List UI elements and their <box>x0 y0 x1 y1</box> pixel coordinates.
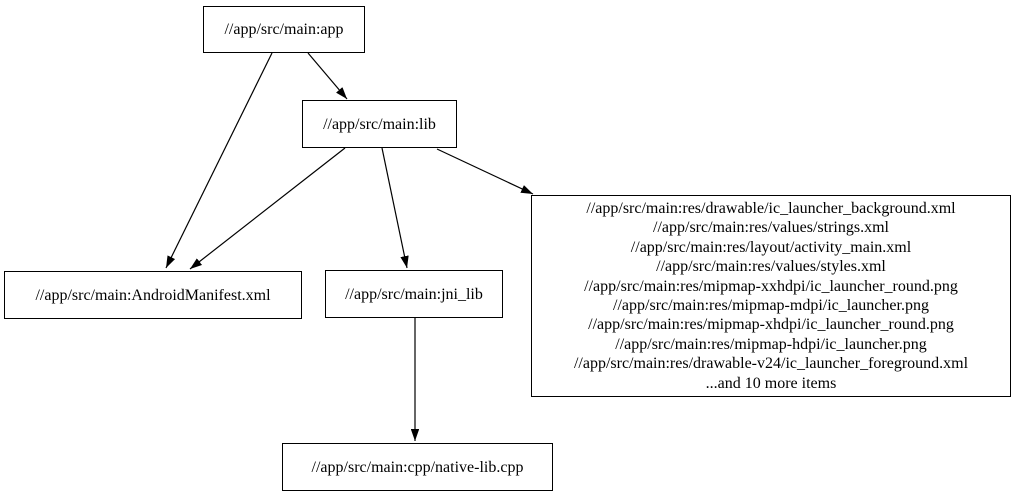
res-file-line: //app/src/main:res/mipmap-xhdpi/ic_launc… <box>588 316 954 334</box>
node-app: //app/src/main:app <box>203 6 365 53</box>
edge-app-to-androidmanifest <box>165 52 273 269</box>
res-file-line: //app/src/main:res/drawable-v24/ic_launc… <box>573 355 969 373</box>
node-native-lib-cpp-label: //app/src/main:cpp/native-lib.cpp <box>311 458 524 476</box>
node-androidmanifest-label: //app/src/main:AndroidManifest.xml <box>35 286 271 304</box>
node-native-lib-cpp: //app/src/main:cpp/native-lib.cpp <box>282 443 553 491</box>
res-file-line: //app/src/main:res/mipmap-hdpi/ic_launch… <box>615 335 927 353</box>
node-app-label: //app/src/main:app <box>224 21 344 38</box>
node-jni-lib: //app/src/main:jni_lib <box>325 270 503 318</box>
res-file-line: ...and 10 more items <box>705 374 837 392</box>
node-androidmanifest: //app/src/main:AndroidManifest.xml <box>4 271 302 319</box>
res-file-line: //app/src/main:res/mipmap-mdpi/ic_launch… <box>613 297 929 314</box>
edge-lib-to-jni-lib <box>381 147 409 269</box>
edge-app-to-lib <box>307 52 348 100</box>
node-lib: //app/src/main:lib <box>302 100 457 148</box>
edge-lib-to-res-files <box>436 148 534 195</box>
res-file-line: //app/src/main:res/values/strings.xml <box>653 219 889 237</box>
node-jni-lib-label: //app/src/main:jni_lib <box>345 285 483 303</box>
res-file-line: //app/src/main:res/mipmap-xxhdpi/ic_laun… <box>584 277 958 295</box>
edge-lib-to-androidmanifest <box>189 147 346 270</box>
node-lib-label: //app/src/main:lib <box>323 115 436 133</box>
res-file-line: //app/src/main:res/drawable/ic_launcher_… <box>586 199 956 217</box>
res-file-line: //app/src/main:res/layout/activity_main.… <box>630 238 912 256</box>
node-res-files: //app/src/main:res/drawable/ic_launcher_… <box>531 195 1011 397</box>
res-file-line: //app/src/main:res/values/styles.xml <box>656 258 886 276</box>
